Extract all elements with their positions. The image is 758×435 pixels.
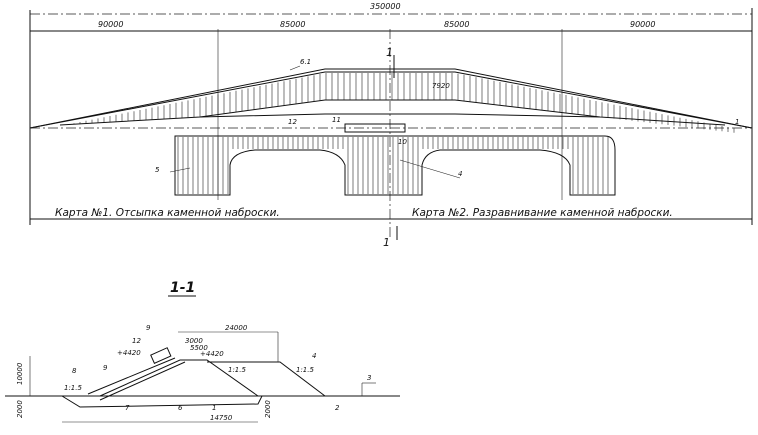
lower-hatching	[177, 137, 609, 194]
leader-line	[399, 159, 461, 179]
caption-map-1: Карта №1. Отсыпка каменной наброски.	[55, 207, 280, 219]
callout-11: 11	[332, 116, 341, 124]
embankment-toe-edge	[199, 113, 601, 118]
callout-10: 10	[398, 138, 407, 146]
callout-4: 4	[458, 170, 462, 178]
section-mark-top: 1	[386, 46, 393, 59]
callout-12: 12	[288, 118, 297, 126]
callout-4: 4	[312, 352, 316, 360]
elevation-left: +4420	[117, 349, 141, 357]
callout-5: 5	[155, 166, 160, 174]
bulldozer-row	[344, 123, 406, 133]
segment-dimension-2: 85000	[280, 20, 305, 29]
callout-9-top: 9	[146, 324, 151, 332]
caption-map-2: Карта №2. Разравнивание каменной наброск…	[412, 207, 673, 219]
dim-3000: 3000	[185, 337, 203, 345]
plan-callouts: 6.1 5 4 1 12 11 10 7920	[155, 58, 739, 179]
embankment-inner-edge	[59, 99, 726, 126]
embankment-outer-edge	[29, 68, 753, 129]
slope-label-2: 1:1.5	[228, 366, 246, 374]
callout-6: 6	[178, 404, 183, 412]
callout-12: 12	[132, 337, 141, 345]
lower-rock-fill	[174, 135, 616, 196]
slope-label-3: 1:1.5	[296, 366, 314, 374]
dim-24000: 24000	[225, 324, 248, 332]
callout-6-1: 6.1	[300, 58, 311, 66]
rock-layer	[87, 357, 186, 401]
dim-2000-right: 2000	[264, 400, 272, 418]
bulldozer-icon	[150, 347, 172, 364]
segment-dimension-1: 90000	[98, 20, 123, 29]
plan-view: 350000 90000 85000 85000 90000 1 1 6.1 5…	[29, 2, 753, 249]
section-title: 1-1	[170, 280, 195, 296]
slope-label-1: 1:1.5	[64, 384, 82, 392]
callout-7920: 7920	[432, 82, 450, 90]
dim-10000: 10000	[16, 362, 24, 385]
callout-3: 3	[367, 374, 371, 382]
segment-dimension-4: 90000	[630, 20, 655, 29]
embankment-crest-edge	[29, 71, 753, 129]
callout-9: 9	[103, 364, 108, 372]
callout-1: 1	[735, 118, 739, 126]
section-view: 1-1 24000 3000 14750 10000 2000 2000 550…	[5, 280, 400, 423]
segment-dimension-3: 85000	[444, 20, 469, 29]
dim-2000-left: 2000	[16, 400, 24, 418]
leader-line	[289, 65, 301, 71]
dam-core	[99, 359, 259, 397]
callout-1: 1	[212, 404, 216, 412]
elevation-crest: +4420	[200, 350, 224, 358]
section-mark-bottom: 1	[383, 236, 390, 249]
leader-line	[169, 167, 191, 173]
overall-dimension: 350000	[370, 2, 401, 11]
callout-8: 8	[72, 367, 77, 375]
dim-14750: 14750	[210, 414, 233, 422]
trench	[61, 395, 263, 408]
callout-2: 2	[335, 404, 340, 412]
dim-5500: 5500	[190, 344, 208, 352]
callout-7: 7	[125, 404, 130, 412]
dam-berm	[207, 361, 326, 397]
